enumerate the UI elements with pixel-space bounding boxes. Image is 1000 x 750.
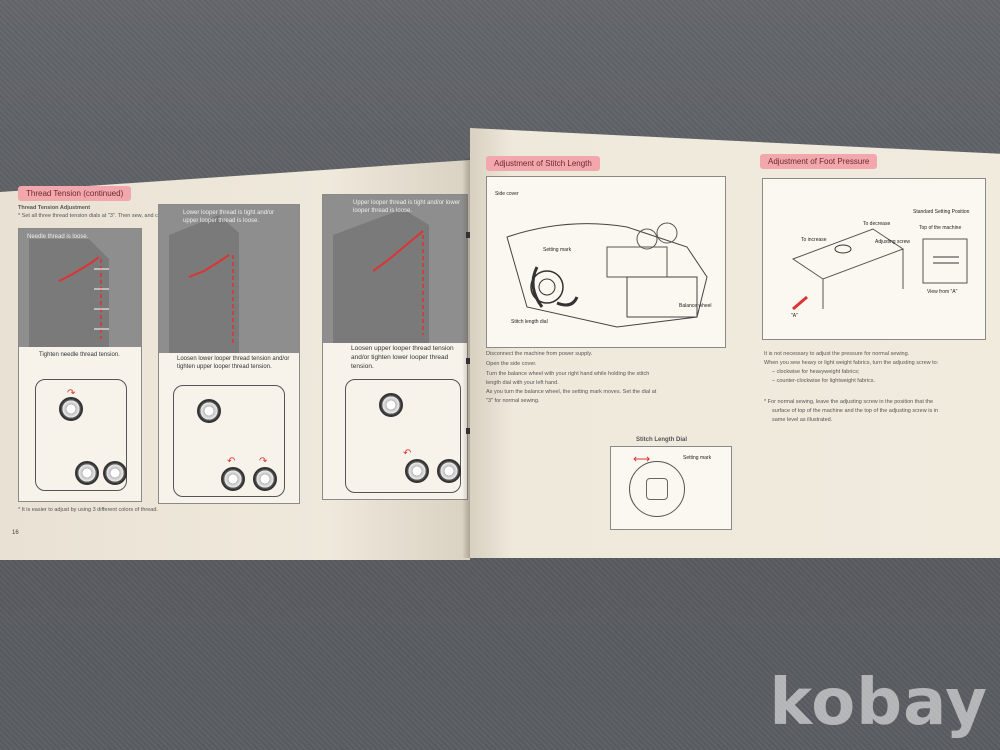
red-arrow-icon: ⟷ bbox=[633, 452, 651, 466]
stitch-diagram-1 bbox=[29, 239, 109, 347]
page-number: 16 bbox=[12, 530, 19, 536]
subtitle-thread-tension-adjustment: Thread Tension Adjustment bbox=[18, 205, 91, 211]
panel-3-caption: Loosen upper looper thread tension and/o… bbox=[351, 345, 454, 370]
pressure-text-1: It is not necessary to adjust the pressu… bbox=[764, 351, 910, 357]
footnote: * It is easier to adjust by using 3 diff… bbox=[18, 507, 158, 513]
panel-2-caption: Loosen lower looper thread tension and/o… bbox=[177, 356, 290, 371]
stitch-dial-icon bbox=[629, 461, 685, 517]
label-balance-wheel: Balance wheel bbox=[679, 303, 712, 309]
stitch-diagram-3 bbox=[333, 209, 429, 343]
label-adjusting-screw: Adjusting screw bbox=[875, 239, 911, 245]
binding-hole bbox=[466, 232, 471, 238]
section-title-stitch-length: Adjustment of Stitch Length bbox=[486, 156, 600, 171]
lower-dial-2b bbox=[253, 467, 277, 491]
panel-3-top-label: Upper looper thread is tight and/or lowe… bbox=[353, 200, 461, 215]
stitch-diagram-2 bbox=[169, 215, 239, 353]
label-to-decrease: To decrease bbox=[863, 221, 891, 227]
section-title-thread-tension: Thread Tension (continued) bbox=[18, 186, 132, 201]
stitch-step-2: Open the side cover. bbox=[486, 361, 537, 367]
tension-dials-outline-3 bbox=[345, 379, 461, 493]
label-to-increase: To increase bbox=[801, 237, 827, 243]
tension-dials-outline-2 bbox=[173, 385, 285, 497]
label-setting-mark: Setting mark bbox=[543, 247, 572, 253]
fabric-diagram bbox=[19, 229, 141, 347]
dial-box-title: Stitch Length Dial bbox=[636, 437, 687, 443]
lower-dial-1a bbox=[75, 461, 99, 485]
upper-dial-3 bbox=[379, 393, 403, 417]
label-standard-setting: Standard Setting Position bbox=[913, 209, 970, 215]
panel-1-top-label: Needle thread is loose. bbox=[27, 234, 89, 240]
pressure-note-3: same level as illustrated. bbox=[772, 417, 833, 423]
panel-1-caption: Tighten needle thread tension. bbox=[39, 352, 120, 358]
lower-dial-1b bbox=[103, 461, 127, 485]
lower-dial-3b bbox=[437, 459, 461, 483]
tension-panel-2: Lower looper thread is tight and/or uppe… bbox=[158, 204, 300, 504]
stitch-step-4: As you turn the balance wheel, the setti… bbox=[486, 389, 657, 395]
red-arrow-icon: ↷ bbox=[259, 456, 268, 467]
red-arrow-icon: ↶ bbox=[227, 456, 236, 467]
pressure-note-1: * For normal sewing, leave the adjusting… bbox=[764, 399, 934, 405]
label-top-of-machine: Top of the machine bbox=[919, 225, 962, 231]
pressure-note-2: surface of top of the machine and the to… bbox=[772, 408, 939, 414]
upper-dial-2 bbox=[197, 399, 221, 423]
lower-dial-2a bbox=[221, 467, 245, 491]
label-point-a: "A" bbox=[791, 313, 798, 319]
binding-hole bbox=[466, 358, 471, 364]
upper-dial-1 bbox=[59, 397, 83, 421]
intro-text: * Set all three thread tension dials at … bbox=[18, 213, 220, 219]
red-arrow-icon: ↶ bbox=[403, 448, 412, 459]
pressure-text-2: When you sew heavy or light weight fabri… bbox=[764, 360, 939, 366]
tension-dials-outline-1 bbox=[35, 379, 127, 491]
machine-drawing bbox=[506, 222, 708, 328]
stitch-step-1: Disconnect the machine from power supply… bbox=[486, 351, 593, 357]
watermark-logo: kobay bbox=[769, 666, 988, 740]
stitch-step-3: Turn the balance wheel with your right h… bbox=[486, 371, 650, 377]
stitch-length-illustration: Side cover Setting mark Stitch length di… bbox=[486, 176, 726, 348]
open-manual: Thread Tension (continued) Thread Tensio… bbox=[0, 118, 1000, 568]
red-arrow-icon: ↷ bbox=[67, 388, 76, 399]
foot-pressure-illustration: Standard Setting Position To decrease To… bbox=[762, 178, 986, 340]
binding-hole bbox=[466, 428, 471, 434]
tension-panel-1: Needle thread is loose. Tighten needle t… bbox=[18, 228, 142, 502]
fabric-diagram-3 bbox=[323, 195, 467, 343]
lower-dial-3a bbox=[405, 459, 429, 483]
stitch-length-dial-box: ⟷ Setting mark bbox=[610, 446, 732, 530]
tension-panel-3: Upper looper thread is tight and/or lowe… bbox=[322, 194, 468, 500]
stitch-step-3b: length dial with your left hand. bbox=[486, 380, 559, 386]
label-side-cover: Side cover bbox=[495, 191, 519, 197]
fabric-diagram-2 bbox=[159, 205, 299, 353]
label-stitch-length-dial: Stitch length dial bbox=[511, 319, 548, 325]
pressure-text-3: – clockwise for heavyweight fabrics; bbox=[772, 369, 860, 375]
pressure-text-4: – counter-clockwise for lightweight fabr… bbox=[772, 378, 876, 384]
stitch-step-4b: "3" for normal sewing. bbox=[486, 398, 540, 404]
foot-pressure-drawing bbox=[791, 228, 968, 311]
label-view-from-a: View from "A" bbox=[927, 289, 958, 295]
label-dial-setting-mark: Setting mark bbox=[683, 455, 712, 461]
panel-2-top-label: Lower looper thread is tight and/or uppe… bbox=[183, 210, 275, 225]
section-title-foot-pressure: Adjustment of Foot Pressure bbox=[760, 154, 878, 169]
